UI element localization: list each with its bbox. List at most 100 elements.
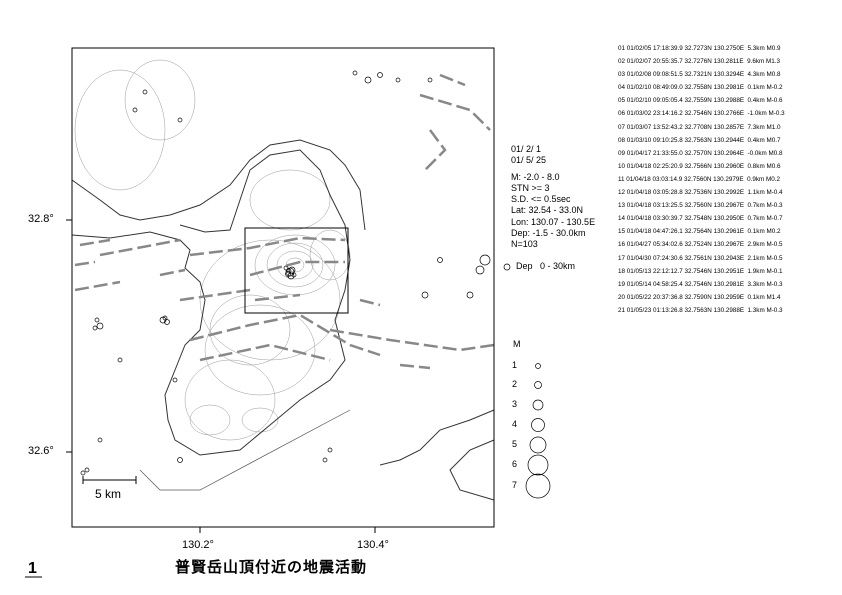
lon-label-130.2: 130.2°: [182, 539, 214, 551]
epicenter-marker: [142, 89, 148, 95]
event-row: 01 01/02/05 17:18:39.9 32.7273N 130.2750…: [618, 45, 781, 52]
event-row: 06 01/03/02 23:14:16.2 32.7546N 130.2766…: [618, 110, 785, 118]
epicenter-marker: [92, 325, 98, 331]
event-row: 04 01/02/10 08:49:09.0 32.7558N 130.2981…: [618, 84, 783, 92]
contour-line: [266, 242, 324, 288]
magnitude-legend-circle: [527, 454, 549, 476]
map-frame: [71, 47, 495, 528]
epicenter-marker: [172, 377, 178, 383]
event-row: 21 01/05/23 01:13:26.8 32.7563N 130.2988…: [618, 306, 783, 314]
epicenter-marker: [132, 107, 138, 113]
event-row: 08 01/03/10 09:10:25.8 32.7563N 130.2944…: [618, 136, 781, 144]
lon-label-130.4: 130.4°: [357, 539, 389, 551]
date-from: 01/ 2/ 1: [511, 144, 542, 154]
scale-bar-label: 5 km: [95, 487, 122, 501]
event-row: 05 01/02/10 09:05:05.4 32.7559N 130.2988…: [618, 97, 783, 105]
event-row: 16 01/04/27 05:34:02.6 32.7524N 130.2967…: [618, 241, 783, 249]
magnitude-legend-circle: [535, 363, 541, 369]
fault-line: [74, 260, 96, 267]
contour-line: [204, 304, 316, 396]
event-row: 19 01/05/14 04:58:25.4 32.7546N 130.2981…: [618, 280, 783, 288]
axis-ticks: [66, 219, 376, 533]
epicenter-marker: [377, 72, 383, 78]
contour-line: [276, 250, 314, 280]
fault-line: [79, 238, 111, 247]
event-row: 09 01/04/17 21:33:55.0 32.7570N 130.2964…: [618, 149, 783, 157]
event-row: 12 01/04/18 03:05:28.8 32.7536N 130.2992…: [618, 189, 783, 197]
depth-legend: Dep 0 - 30km: [516, 261, 575, 272]
epicenter-marker: [286, 268, 292, 274]
lon-range: Lon: 130.07 - 130.5E: [511, 216, 596, 227]
sd-threshold: S.D. <= 0.5sec: [511, 194, 571, 205]
event-row: 11 01/04/18 03:03:14.9 32.7560N 130.2979…: [618, 175, 780, 183]
fault-line: [439, 73, 466, 87]
fault-line: [74, 280, 121, 292]
contour-line: [241, 407, 279, 433]
magnitude-legend-circle: [534, 381, 542, 389]
depth-range: Dep: -1.5 - 30.0km: [511, 228, 586, 239]
epicenter-marker: [427, 77, 433, 83]
epicenter-marker: [352, 70, 358, 76]
event-row: 20 01/05/22 20:37:36.8 32.7590N 130.2959…: [618, 293, 781, 301]
event-row: 17 01/04/30 07:24:30.6 32.7561N 130.2943…: [618, 254, 783, 262]
epicenter-marker: [364, 76, 372, 84]
epicenter-marker: [162, 315, 168, 321]
event-row: 07 01/03/07 13:52:43.2 32.7708N 130.2857…: [618, 123, 781, 131]
fault-line: [199, 343, 331, 362]
epicenter-marker: [437, 257, 443, 263]
fault-line: [179, 288, 251, 302]
ferry-route: [139, 409, 351, 491]
event-list: 01 01/02/05 17:18:39.9 32.7273N 130.2750…: [618, 42, 785, 317]
fault-line: [399, 363, 431, 370]
contour-line: [124, 59, 196, 141]
epicenter-marker: [475, 265, 485, 275]
magnitude-legend-label: 7: [512, 480, 518, 490]
fault-line: [189, 236, 346, 257]
contour-line: [74, 69, 166, 191]
coastline-north: [71, 139, 366, 231]
fault-line: [254, 293, 301, 302]
epicenter-marker: [466, 291, 474, 299]
fault-line: [159, 268, 186, 277]
magnitude-legend-circle: [531, 418, 545, 432]
epicenter-marker: [395, 77, 401, 83]
lat-label-32.6: 32.6°: [28, 445, 54, 457]
epicenter-marker: [84, 467, 90, 473]
event-row: 03 01/02/08 09:08:51.5 32.7321N 130.3294…: [618, 71, 781, 79]
contour-line: [189, 404, 231, 436]
event-row: 02 01/02/07 20:55:35.7 32.7276N 130.2811…: [618, 58, 780, 66]
magnitude-legend-label: 3: [512, 399, 518, 409]
epicenter-marker: [96, 322, 104, 330]
event-row: 14 01/04/18 03:30:39.7 32.7548N 130.2950…: [618, 215, 783, 223]
page-number: 1: [28, 560, 37, 577]
magnitude-legend-label: 2: [512, 379, 518, 389]
depth-legend-symbol: [503, 263, 511, 271]
station-count: STN >= 3: [511, 182, 550, 193]
depth-legend-label: Dep: [516, 261, 533, 271]
epicenter-marker: [117, 357, 123, 363]
fault-line: [424, 129, 447, 171]
contour-line: [209, 294, 291, 366]
epicenter-marker: [97, 437, 103, 443]
figure-title: 普賢岳山頂付近の地震活動: [175, 559, 368, 576]
epicenter-marker: [287, 272, 295, 280]
magnitude-legend-label: 4: [512, 419, 518, 429]
fault-line: [249, 260, 345, 277]
contour-line: [184, 359, 276, 441]
epicenter-marker: [80, 470, 86, 476]
epicenter-marker: [421, 291, 429, 299]
event-row: 18 01/05/13 22:12:12.7 32.7546N 130.2951…: [618, 267, 783, 275]
fault-line: [189, 313, 381, 357]
scale-bar: [82, 476, 137, 484]
epicenter-marker: [177, 117, 183, 123]
event-row: 15 01/04/18 04:47:26.1 32.7564N 130.2961…: [618, 228, 781, 236]
topographic-contours: [74, 59, 351, 441]
depth-legend-range: 0 - 30km: [540, 261, 576, 271]
magnitude-legend-label: 1: [512, 360, 518, 370]
contour-line: [249, 169, 331, 231]
epicenter-marker: [322, 457, 328, 463]
fault-line: [359, 298, 381, 307]
contour-line: [309, 229, 351, 281]
fault-line: [99, 238, 181, 257]
